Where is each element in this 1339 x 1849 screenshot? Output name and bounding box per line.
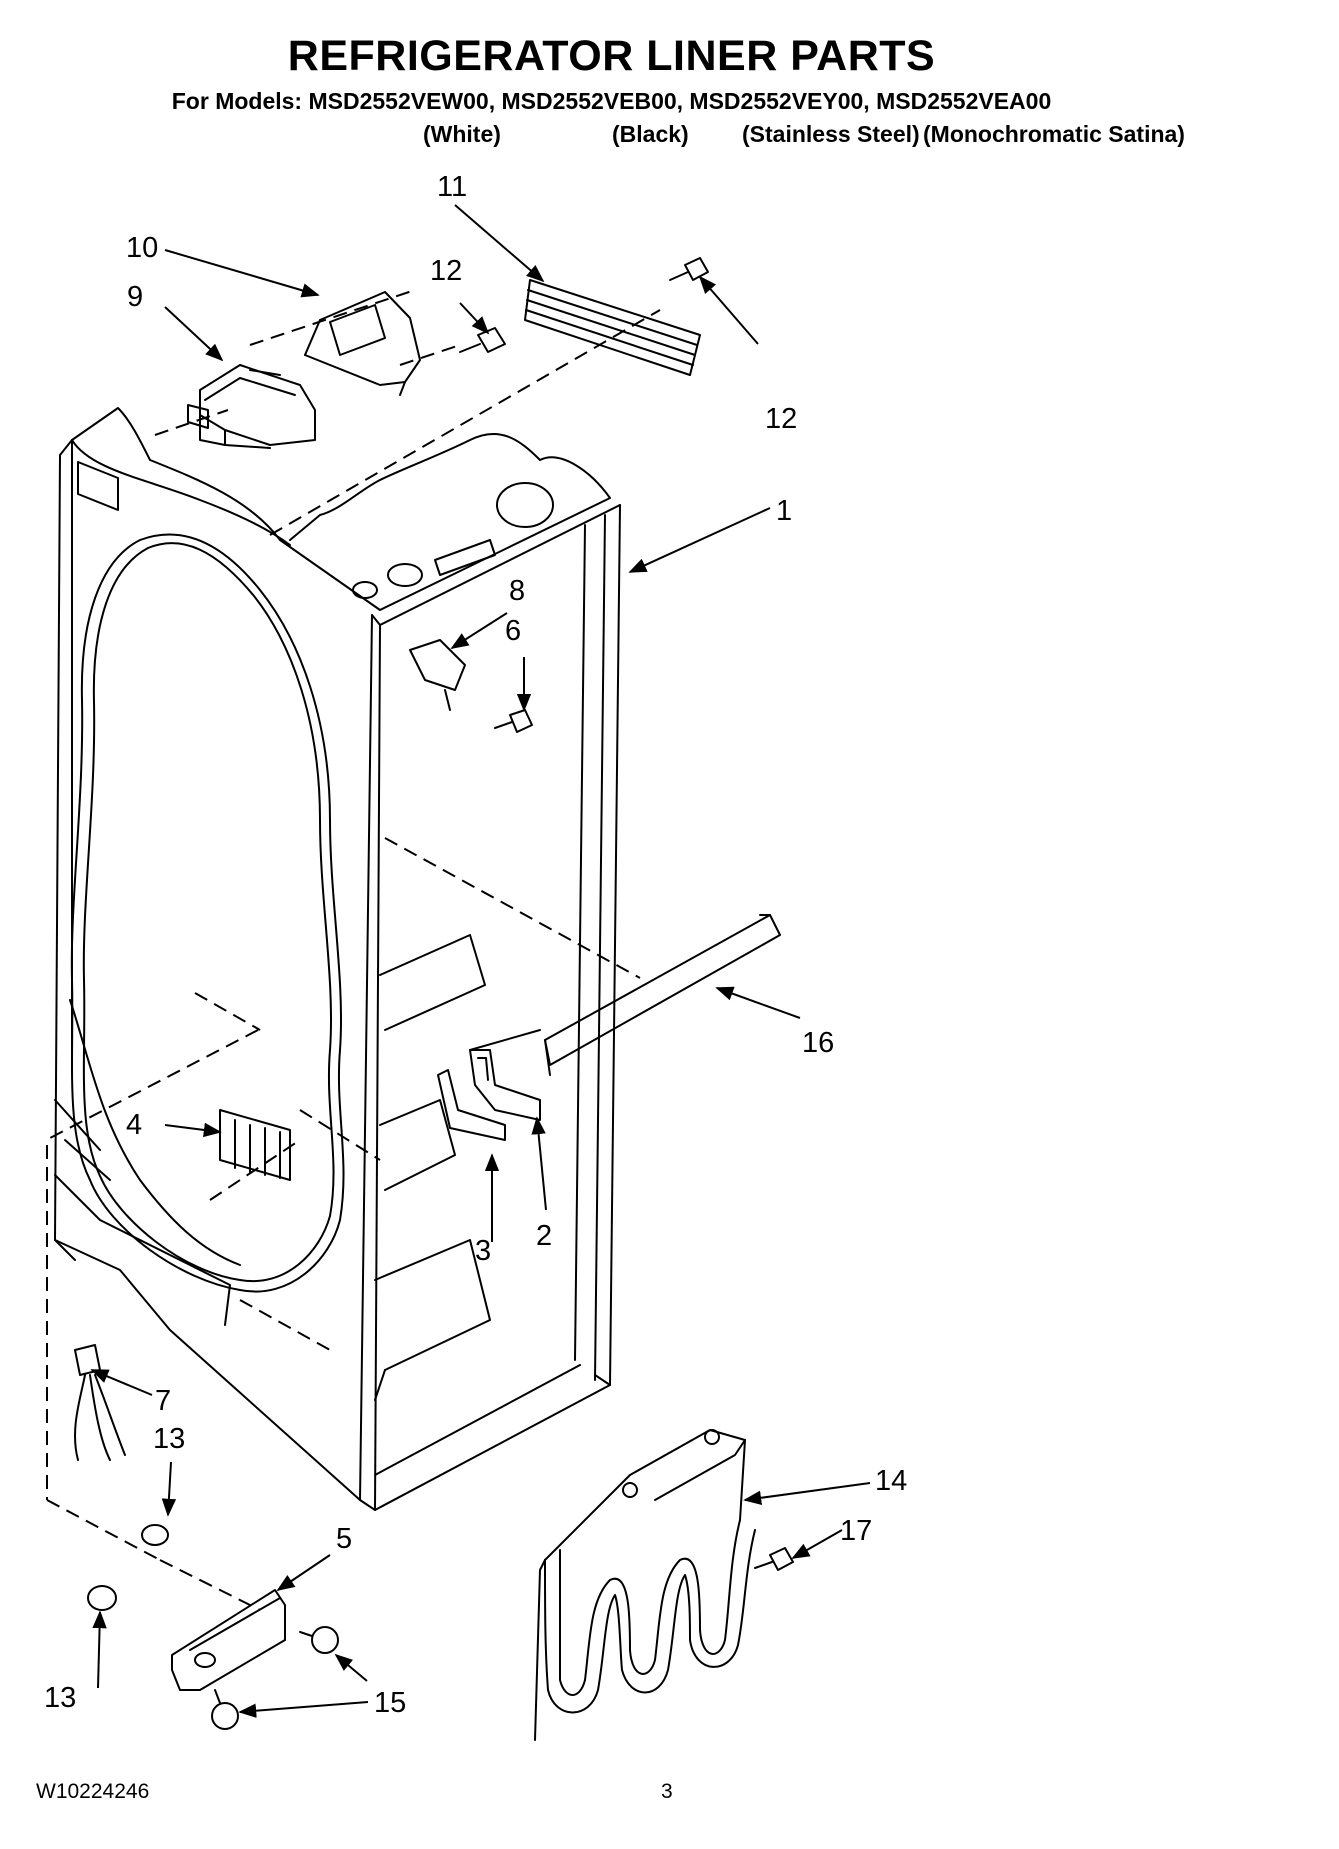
callout-labels: 11 10 9 12 12 1 8 6 16 4 3 2 7 13 5 13 1…	[44, 171, 907, 1719]
part-9-housing	[187, 364, 316, 449]
callout-12-right: 12	[765, 403, 797, 435]
callout-13-upper: 13	[153, 1423, 185, 1455]
part-15-bulb-upper	[299, 1626, 339, 1654]
page-title: REFRIGERATOR LINER PARTS	[287, 32, 936, 80]
callout-3: 3	[475, 1235, 491, 1267]
part-8-bracket	[409, 639, 466, 711]
callout-17: 17	[840, 1515, 872, 1547]
callout-8: 8	[509, 575, 525, 607]
part-12-screw-left	[459, 327, 506, 353]
callout-11: 11	[437, 171, 467, 203]
page-number: 3	[661, 1780, 673, 1803]
part-2-bracket	[469, 1049, 541, 1121]
color-stainless: (Stainless Steel)	[742, 121, 920, 147]
part-6-screw	[494, 709, 533, 733]
part-13-grommet-lower	[87, 1585, 117, 1611]
color-satina: (Monochromatic Satina)	[923, 121, 1185, 147]
part-16-rail	[544, 914, 781, 1076]
callout-10: 10	[126, 232, 158, 264]
models-line: For Models: MSD2552VEW00, MSD2552VEB00, …	[171, 88, 1052, 114]
part-4-module	[219, 1109, 291, 1181]
callout-12-upper: 12	[430, 255, 462, 287]
color-white: (White)	[423, 121, 501, 147]
callout-2: 2	[536, 1220, 552, 1252]
callout-7: 7	[155, 1385, 171, 1417]
callout-6: 6	[505, 615, 521, 647]
part-5-light-housing	[171, 1589, 286, 1691]
alignment-lines	[46, 289, 661, 1611]
part-14-coil	[534, 1429, 756, 1741]
callout-16: 16	[802, 1027, 834, 1059]
color-black: (Black)	[612, 121, 689, 147]
liner-cabinet	[54, 407, 621, 1511]
document-code: W10224246	[36, 1780, 150, 1803]
part-10-bracket	[304, 291, 421, 396]
callout-9: 9	[127, 281, 143, 313]
callout-13-lower: 13	[44, 1682, 76, 1714]
leader-arrows	[90, 204, 871, 1718]
part-12-screw-right	[669, 257, 709, 281]
callout-5: 5	[336, 1523, 352, 1555]
part-7-harness	[74, 1344, 126, 1461]
callout-14: 14	[875, 1465, 907, 1497]
callout-15: 15	[374, 1687, 406, 1719]
part-15-bulb-lower	[211, 1689, 239, 1730]
part-3-bracket	[437, 1069, 506, 1141]
part-11-strip	[524, 279, 701, 376]
part-17-screw	[754, 1547, 794, 1571]
part-13-grommet-upper	[141, 1524, 169, 1546]
callout-4: 4	[126, 1109, 142, 1141]
callout-1: 1	[776, 495, 792, 527]
